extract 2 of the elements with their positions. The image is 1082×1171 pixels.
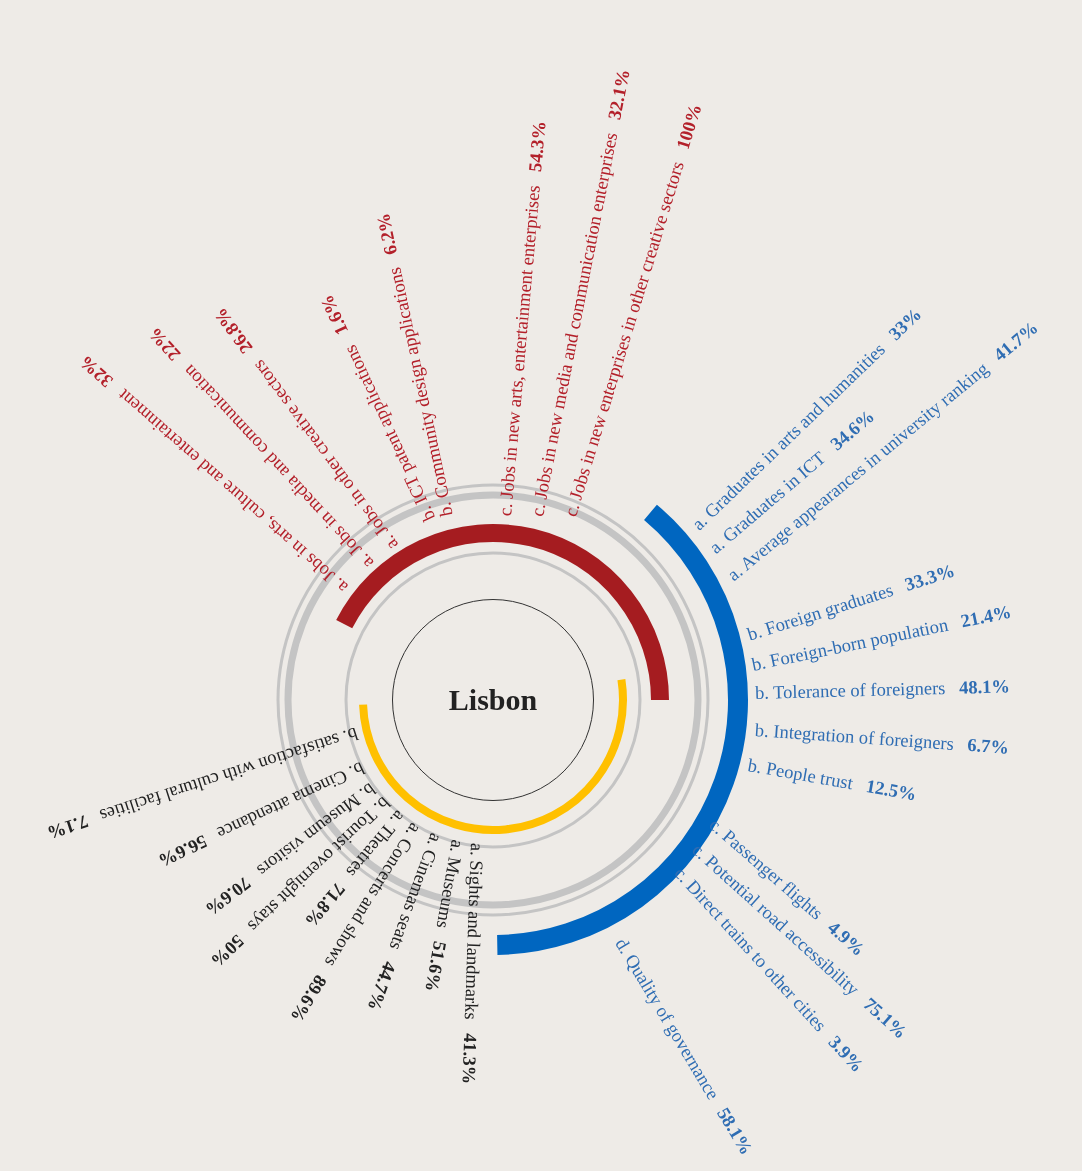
indicator-label: b. Tolerance of foreigners 48.1%: [754, 675, 1011, 704]
city-name: Lisbon: [448, 683, 538, 717]
